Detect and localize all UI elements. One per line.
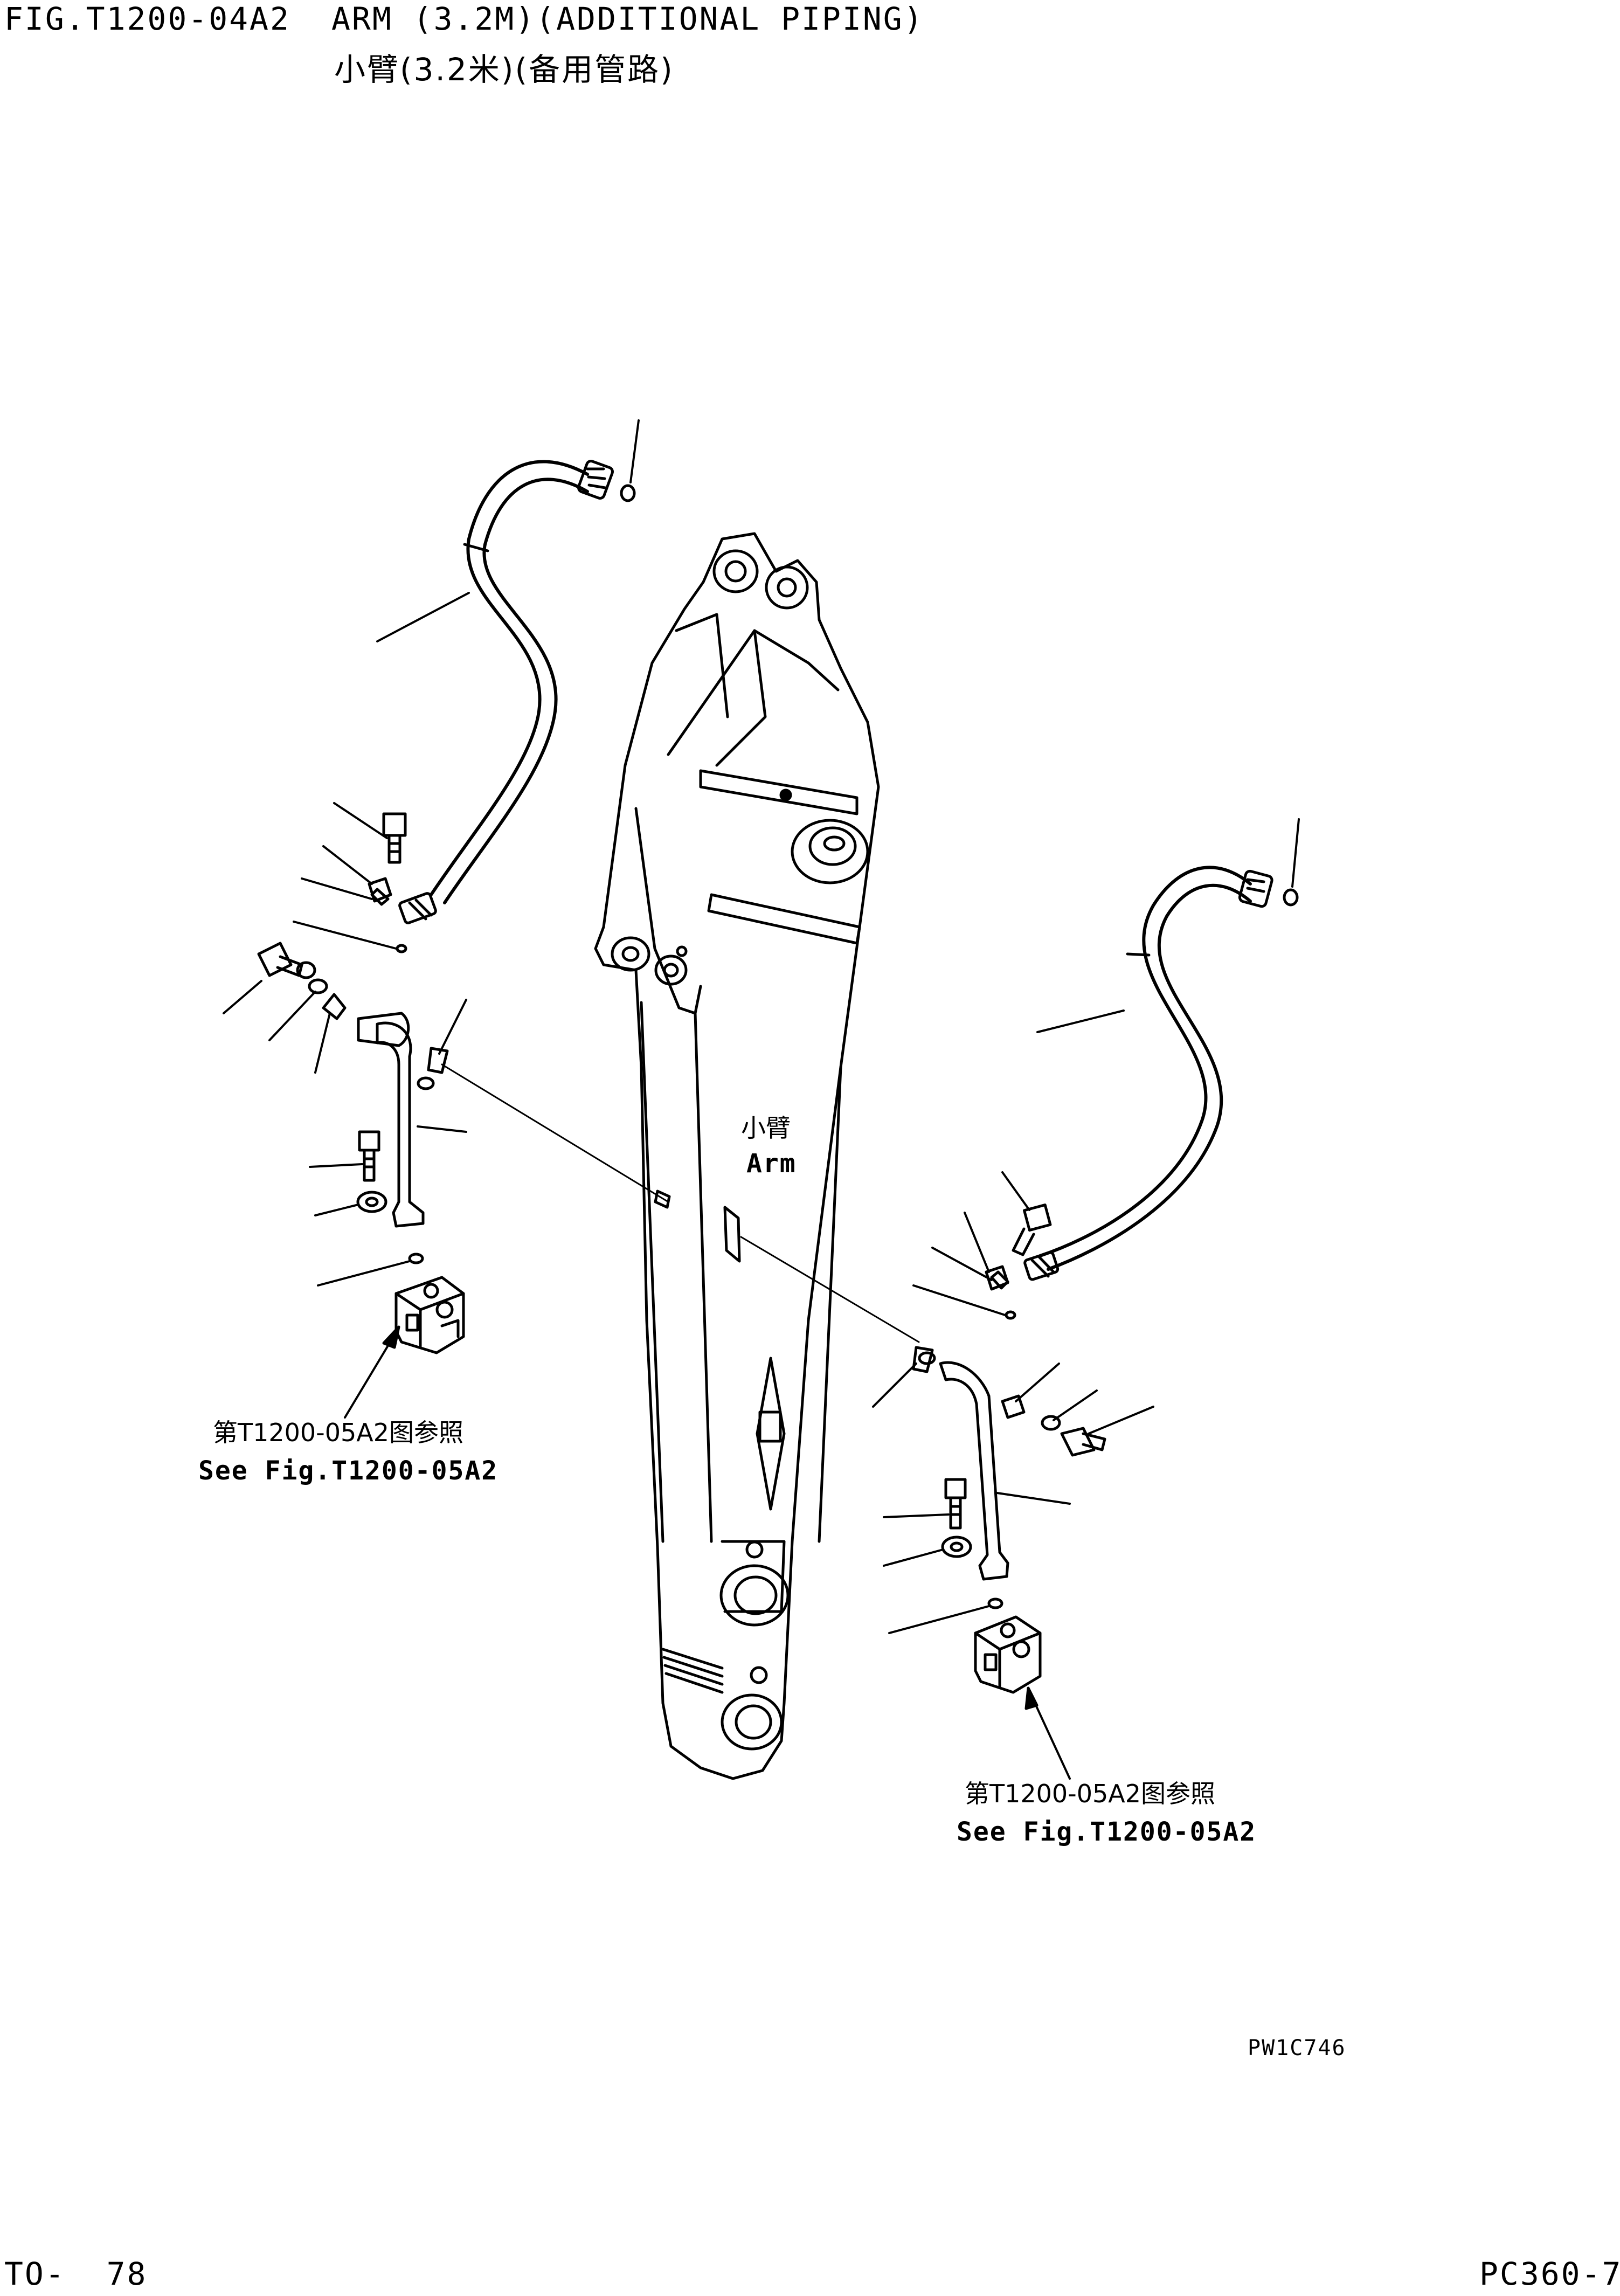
figure-title-cn: 小臂(3.2米)(备用管路)	[334, 51, 674, 88]
right-valve-block	[974, 1615, 1071, 1780]
reference-left-cn: 第T1200-05A2图参照	[213, 1418, 464, 1447]
right-pipe	[872, 1346, 1154, 1634]
right-hose-assembly	[740, 818, 1300, 1343]
left-hose-assembly	[293, 419, 640, 953]
reference-right-en: See Fig.T1200-05A2	[957, 1817, 1257, 1847]
left-valve-block	[344, 1276, 465, 1419]
left-pipe	[309, 999, 671, 1287]
image-code: PW1C746	[1248, 2036, 1346, 2060]
left-fasteners	[223, 942, 410, 1074]
arm-body	[594, 532, 880, 1780]
figure-code: FIG.T1200-04A2	[4, 1, 290, 37]
figure-title-en: ARM (3.2M)(ADDITIONAL PIPING)	[331, 1, 924, 37]
page-number: TO- 78	[4, 2256, 148, 2292]
arm-label-cn: 小臂	[741, 1114, 791, 1143]
reference-left-en: See Fig.T1200-05A2	[198, 1456, 499, 1486]
reference-right-cn: 第T1200-05A2图参照	[965, 1779, 1216, 1808]
arm-label-en: Arm	[746, 1149, 797, 1179]
model-code: PC360-7	[1479, 2256, 1620, 2292]
